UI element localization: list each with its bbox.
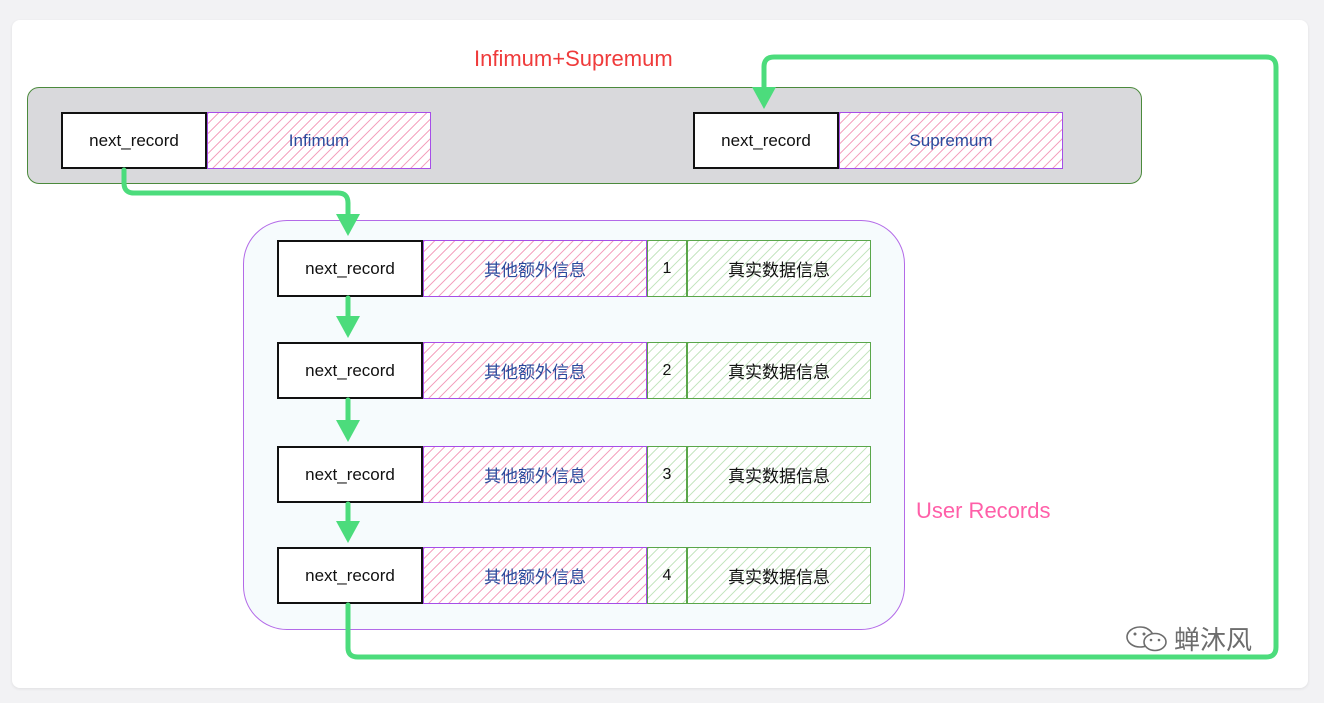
record-1-index: 1	[647, 240, 687, 297]
infimum-next-record: next_record	[61, 112, 207, 169]
watermark-text: 蝉沐风	[1174, 625, 1253, 655]
arrowhead-record-2	[336, 316, 360, 338]
infimum-record: Infimum	[207, 112, 431, 169]
user-records-title: User Records	[916, 498, 1051, 523]
record-3-next-record: next_record	[277, 446, 423, 503]
record-4-data: 真实数据信息	[687, 547, 871, 604]
watermark: 蝉沐风	[1124, 620, 1252, 657]
supremum-record: Supremum	[839, 112, 1063, 169]
record-4-index: 4	[647, 547, 687, 604]
arrowhead-record-1	[336, 214, 360, 236]
record-2-data: 真实数据信息	[687, 342, 871, 399]
system-records-title: Infimum+Supremum	[474, 46, 673, 71]
record-3-extra-info: 其他额外信息	[423, 446, 647, 503]
record-1-next-record: next_record	[277, 240, 423, 297]
arrow-infimum-to-record-1	[121, 167, 351, 219]
record-2-index: 2	[647, 342, 687, 399]
record-3-data: 真实数据信息	[687, 446, 871, 503]
record-4-extra-info: 其他额外信息	[423, 547, 647, 604]
record-3-index: 3	[647, 446, 687, 503]
arrow-record-4-to-supremum	[345, 54, 1279, 660]
record-1-extra-info: 其他额外信息	[423, 240, 647, 297]
record-4-next-record: next_record	[277, 547, 423, 604]
wechat-icon	[1126, 625, 1167, 651]
record-1-data: 真实数据信息	[687, 240, 871, 297]
arrowhead-supremum	[752, 87, 776, 109]
supremum-next-record: next_record	[693, 112, 839, 169]
record-2-next-record: next_record	[277, 342, 423, 399]
arrowhead-record-4	[336, 521, 360, 543]
arrowhead-record-3	[336, 420, 360, 442]
record-2-extra-info: 其他额外信息	[423, 342, 647, 399]
